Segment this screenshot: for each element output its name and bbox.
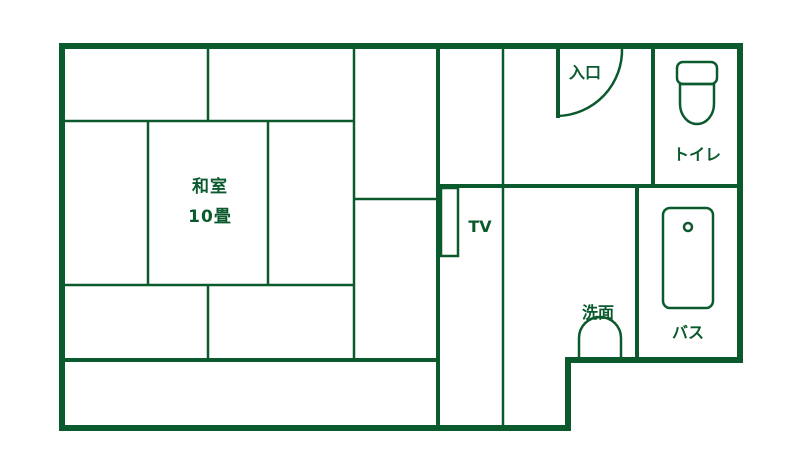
- washbasin-label: 洗面: [582, 303, 614, 322]
- tv-stand: [439, 186, 460, 258]
- bathtub-icon: [661, 206, 715, 310]
- entrance-door: 入口: [556, 44, 624, 118]
- entrance-label: 入口: [569, 63, 601, 82]
- washitsu-room: 和室 10畳: [60, 44, 440, 430]
- bathtub-drain-icon: [682, 221, 694, 233]
- tv-label: TV: [468, 217, 492, 236]
- washbasin-area: 洗面: [577, 303, 623, 358]
- tv-area: TV: [439, 186, 492, 258]
- outer-wall: [59, 43, 743, 431]
- bath-label: バス: [672, 323, 704, 342]
- washitsu-size-label: 10畳: [188, 207, 232, 227]
- washitsu-label: 和室: [192, 176, 228, 197]
- washbasin-icon: [577, 315, 623, 358]
- toilet-tank-icon: [675, 60, 719, 86]
- toilet-room: トイレ: [673, 60, 721, 164]
- toilet-bowl-icon: [678, 82, 716, 126]
- door-swing-arc: [557, 47, 624, 118]
- bath-room: バス: [661, 206, 715, 342]
- toilet-label: トイレ: [673, 145, 721, 164]
